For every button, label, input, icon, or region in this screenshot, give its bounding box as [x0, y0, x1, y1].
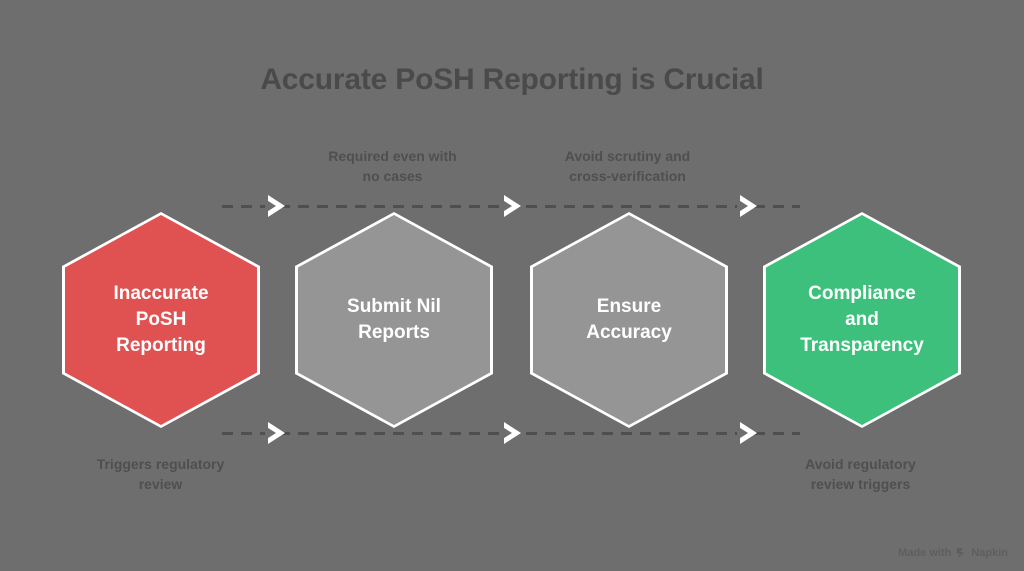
node-ensure-accuracy[interactable]: Ensure Accuracy	[530, 212, 728, 428]
node-fill-inaccurate-posh-reporting: Inaccurate PoSH Reporting	[65, 215, 257, 425]
watermark: Made with Napkin	[898, 547, 1008, 559]
node-submit-nil-reports[interactable]: Submit Nil Reports	[295, 212, 493, 428]
node-label-inaccurate-posh-reporting: Inaccurate PoSH Reporting	[113, 283, 209, 356]
bottom-flow-arrow-2	[501, 422, 521, 444]
node-inaccurate-posh-reporting[interactable]: Inaccurate PoSH Reporting	[62, 212, 260, 428]
top-flow-arrow-2	[501, 195, 521, 217]
node-compliance-and-transparency[interactable]: Compliance and Transparency	[763, 212, 961, 428]
node-fill-ensure-accuracy: Ensure Accuracy	[533, 215, 725, 425]
bottom-flow-arrow-3	[737, 422, 757, 444]
top-flow-arrow-1	[265, 195, 285, 217]
watermark-prefix: Made with	[898, 547, 952, 559]
bottom-flow-arrow-1	[265, 422, 285, 444]
top-label-avoid-scrutiny-and-cross-verification: Avoid scrutiny and cross-verification	[564, 148, 691, 184]
top-label-required-even-with-no-cases: Required even with no cases	[328, 148, 457, 184]
top-flow-arrow-3	[737, 195, 757, 217]
node-fill-submit-nil-reports: Submit Nil Reports	[298, 215, 490, 425]
bottom-label-avoid-regulatory-review-triggers: Avoid regulatory review triggers	[805, 456, 916, 492]
node-label-submit-nil-reports: Submit Nil Reports	[347, 296, 441, 343]
napkin-logo-icon	[955, 547, 967, 559]
watermark-brand: Napkin	[971, 547, 1008, 559]
node-label-ensure-accuracy: Ensure Accuracy	[586, 296, 672, 343]
bottom-label-triggers-regulatory-review: Triggers regulatory review	[96, 456, 225, 492]
page-title: Accurate PoSH Reporting is Crucial	[260, 63, 764, 96]
node-fill-compliance-and-transparency: Compliance and Transparency	[766, 215, 958, 425]
node-label-compliance-and-transparency: Compliance and Transparency	[800, 283, 924, 356]
